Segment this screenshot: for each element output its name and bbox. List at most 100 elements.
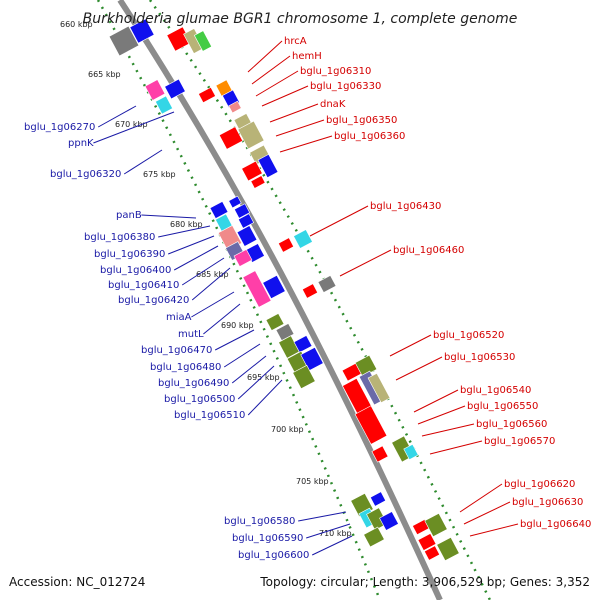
gene-block[interactable] <box>218 126 244 150</box>
gene-label[interactable]: bglu_1g06350 <box>326 115 397 126</box>
gene-block[interactable] <box>108 25 140 57</box>
gene-block[interactable] <box>436 536 460 562</box>
gene-label[interactable]: bglu_1g06470 <box>141 345 212 356</box>
leader-line <box>247 379 283 416</box>
gene-label[interactable]: bglu_1g06360 <box>334 131 405 142</box>
leader-line <box>463 501 511 525</box>
leader-line <box>191 291 235 318</box>
gene-block[interactable] <box>417 533 437 551</box>
tick-label: 710 kbp <box>319 529 352 538</box>
gene-label[interactable]: bglu_1g06540 <box>460 385 531 396</box>
gene-label[interactable]: panB <box>116 210 142 221</box>
gene-label[interactable]: mutL <box>178 329 204 340</box>
inner-track-dots <box>96 0 382 600</box>
gene-label[interactable]: bglu_1g06430 <box>370 201 441 212</box>
gene-block[interactable] <box>292 364 316 390</box>
gene-label[interactable]: bglu_1g06580 <box>224 516 295 527</box>
gene-label[interactable]: hrcA <box>284 36 307 47</box>
gene-label[interactable]: bglu_1g06620 <box>504 479 575 490</box>
gene-label[interactable]: bglu_1g06400 <box>100 265 171 276</box>
gene-label[interactable]: miaA <box>166 312 192 323</box>
gene-label[interactable]: bglu_1g06390 <box>94 249 165 260</box>
gene-label[interactable]: dnaK <box>320 99 346 110</box>
gene-block[interactable] <box>293 335 313 353</box>
gene-label[interactable]: bglu_1g06500 <box>164 394 235 405</box>
gene-block[interactable] <box>209 201 229 219</box>
gene-block[interactable] <box>228 195 242 209</box>
gene-block[interactable] <box>300 346 324 372</box>
gene-block[interactable] <box>363 526 385 548</box>
tick-label: 660 kbp <box>60 20 93 29</box>
gene-block[interactable] <box>155 95 173 115</box>
gene-block[interactable] <box>241 160 263 182</box>
genome-stats-text: Topology: circular; Length: 3,906,529 bp… <box>259 575 590 589</box>
gene-label[interactable]: bglu_1g06490 <box>158 378 229 389</box>
gene-block[interactable] <box>277 237 295 253</box>
gene-label[interactable]: bglu_1g06480 <box>150 362 221 373</box>
gene-block[interactable] <box>228 100 242 114</box>
gene-block[interactable] <box>317 275 337 293</box>
gene-label[interactable]: bglu_1g06310 <box>300 66 371 77</box>
gene-block[interactable] <box>233 249 253 267</box>
tick-label: 670 kbp <box>115 120 148 129</box>
leader-line <box>181 257 225 286</box>
tick-label: 690 kbp <box>221 321 254 330</box>
gene-block[interactable] <box>237 120 265 150</box>
gene-label[interactable]: bglu_1g06550 <box>467 401 538 412</box>
leader-line <box>459 483 503 513</box>
gene-label[interactable]: bglu_1g06640 <box>520 519 591 530</box>
gene-block[interactable] <box>366 507 388 531</box>
gene-block[interactable] <box>144 79 166 101</box>
gene-label[interactable]: bglu_1g06270 <box>24 122 95 133</box>
gene-block[interactable] <box>265 313 285 331</box>
gene-block[interactable] <box>242 270 272 308</box>
gene-block[interactable] <box>367 372 391 404</box>
gene-block[interactable] <box>293 229 313 249</box>
leader-line <box>141 214 197 219</box>
gene-block[interactable] <box>423 545 441 561</box>
gene-block[interactable] <box>193 30 213 52</box>
leader-line <box>389 334 432 357</box>
gene-block[interactable] <box>301 283 319 299</box>
gene-label[interactable]: bglu_1g06330 <box>310 81 381 92</box>
gene-label[interactable]: bglu_1g06410 <box>108 280 179 291</box>
gene-label[interactable]: hemH <box>292 51 322 62</box>
gene-label[interactable]: bglu_1g06570 <box>484 436 555 447</box>
gene-label[interactable]: bglu_1g06320 <box>50 169 121 180</box>
leader-line <box>247 40 283 73</box>
gene-label[interactable]: bglu_1g06380 <box>84 232 155 243</box>
gene-block[interactable] <box>164 78 186 100</box>
gene-block[interactable] <box>379 511 399 531</box>
gene-block[interactable] <box>371 445 389 463</box>
gene-block[interactable] <box>403 443 419 461</box>
gene-block[interactable] <box>233 203 251 219</box>
leader-line <box>421 423 475 437</box>
leader-line <box>298 511 347 522</box>
gene-label[interactable]: bglu_1g06560 <box>476 419 547 430</box>
gene-label[interactable]: bglu_1g06600 <box>238 550 309 561</box>
gene-label[interactable]: ppnK <box>68 138 94 149</box>
gene-block[interactable] <box>369 491 387 507</box>
gene-block[interactable] <box>236 225 258 247</box>
gene-block[interactable] <box>354 405 388 445</box>
gene-block[interactable] <box>198 86 216 104</box>
leader-line <box>311 535 353 556</box>
leader-line <box>309 205 369 237</box>
gene-block[interactable] <box>257 153 279 179</box>
gene-block[interactable] <box>424 512 448 538</box>
gene-block[interactable] <box>250 175 266 189</box>
tick-label: 665 kbp <box>88 70 121 79</box>
leader-line <box>93 111 175 144</box>
gene-label[interactable]: bglu_1g06460 <box>393 245 464 256</box>
leader-line <box>413 389 459 413</box>
gene-label[interactable]: bglu_1g06510 <box>174 410 245 421</box>
gene-label[interactable]: bglu_1g06530 <box>444 352 515 363</box>
gene-block[interactable] <box>237 213 255 229</box>
gene-label[interactable]: bglu_1g06420 <box>118 295 189 306</box>
gene-label[interactable]: bglu_1g06590 <box>232 533 303 544</box>
leader-line <box>97 105 137 128</box>
gene-label[interactable]: bglu_1g06520 <box>433 330 504 341</box>
gene-block[interactable] <box>262 274 286 300</box>
gene-block[interactable] <box>129 18 155 44</box>
gene-label[interactable]: bglu_1g06630 <box>512 497 583 508</box>
